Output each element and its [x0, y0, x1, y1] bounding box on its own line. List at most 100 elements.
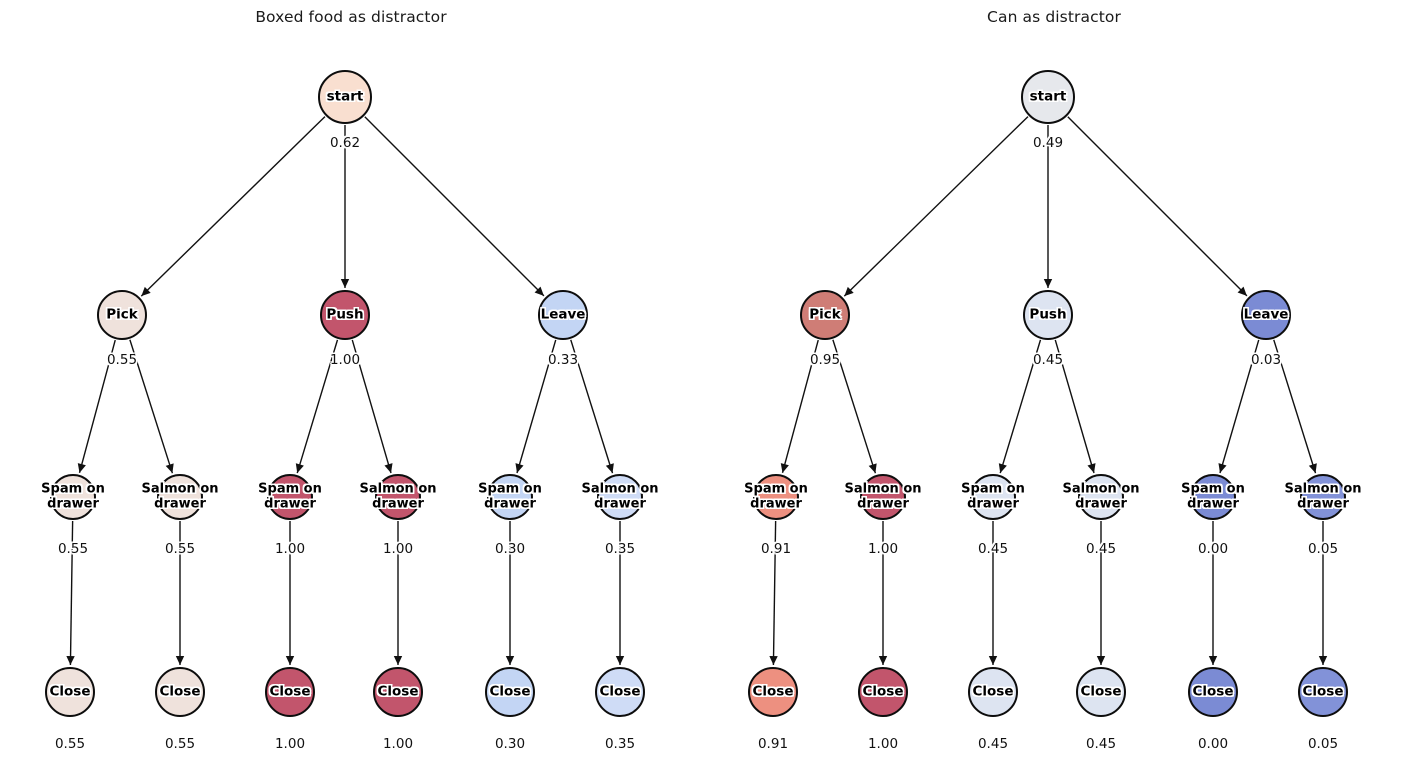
- node-terminal-1[interactable]: [858, 667, 908, 717]
- node-terminal-4[interactable]: [485, 667, 535, 717]
- value-object-2: 0.45: [977, 541, 1009, 557]
- edge-action-0-to-object-0: [78, 339, 116, 474]
- value-object-5: 0.35: [604, 541, 636, 557]
- node-object-5[interactable]: [1300, 474, 1346, 520]
- value-terminal-4: 0.00: [1197, 736, 1229, 752]
- edge-action-1-to-object-3: [351, 339, 392, 474]
- edge-object-0-to-terminal-0: [772, 520, 777, 666]
- value-action-leave: 0.03: [1250, 352, 1282, 368]
- edge-start-to-pick: [843, 116, 1029, 297]
- node-terminal-2[interactable]: [265, 667, 315, 717]
- value-terminal-1: 0.55: [164, 736, 196, 752]
- edge-layer: [66, 116, 625, 666]
- edge-action-0-to-object-1: [129, 339, 174, 474]
- value-object-4: 0.30: [494, 541, 526, 557]
- node-object-4[interactable]: [487, 474, 533, 520]
- value-terminal-4: 0.30: [494, 736, 526, 752]
- node-action-push[interactable]: [320, 290, 370, 340]
- node-terminal-0[interactable]: [748, 667, 798, 717]
- node-terminal-3[interactable]: [373, 667, 423, 717]
- value-start: 0.49: [1032, 135, 1064, 151]
- edge-object-1-to-terminal-1-head: [175, 656, 185, 665]
- value-object-1: 1.00: [867, 541, 899, 557]
- node-start[interactable]: [1021, 70, 1075, 124]
- edge-start-to-leave: [1067, 116, 1248, 297]
- edge-object-3-to-terminal-3-head: [1096, 656, 1106, 665]
- edge-object-3-to-terminal-3-head: [393, 656, 403, 665]
- value-action-push: 0.45: [1032, 352, 1064, 368]
- edge-object-4-to-terminal-4-head: [505, 656, 515, 665]
- node-start[interactable]: [318, 70, 372, 124]
- node-action-pick[interactable]: [97, 290, 147, 340]
- node-object-0[interactable]: [753, 474, 799, 520]
- node-terminal-2[interactable]: [968, 667, 1018, 717]
- edge-action-0-to-object-1-head: [165, 463, 174, 474]
- value-terminal-2: 0.45: [977, 736, 1009, 752]
- node-terminal-5[interactable]: [595, 667, 645, 717]
- node-terminal-5[interactable]: [1298, 667, 1348, 717]
- edge-action-1-to-object-2: [999, 339, 1042, 474]
- node-object-3[interactable]: [375, 474, 421, 520]
- edge-object-1-to-terminal-1-head: [878, 656, 888, 665]
- value-terminal-1: 1.00: [867, 736, 899, 752]
- value-terminal-5: 0.05: [1307, 736, 1339, 752]
- edge-object-2-to-terminal-2-head: [988, 656, 998, 665]
- node-object-0[interactable]: [50, 474, 96, 520]
- node-object-2[interactable]: [970, 474, 1016, 520]
- node-object-3[interactable]: [1078, 474, 1124, 520]
- node-terminal-4[interactable]: [1188, 667, 1238, 717]
- value-action-pick: 0.55: [106, 352, 138, 368]
- node-object-5[interactable]: [597, 474, 643, 520]
- node-action-leave[interactable]: [538, 290, 588, 340]
- edge-action-0-to-object-0: [781, 339, 819, 474]
- node-terminal-1[interactable]: [155, 667, 205, 717]
- edge-object-0-to-terminal-0: [69, 520, 74, 666]
- node-object-1[interactable]: [860, 474, 906, 520]
- edge-start-to-leave: [364, 116, 545, 297]
- edge-object-5-to-terminal-5-head: [1318, 656, 1328, 665]
- value-object-2: 1.00: [274, 541, 306, 557]
- node-object-1[interactable]: [157, 474, 203, 520]
- edge-start-to-push-head: [1043, 279, 1053, 288]
- edge-object-4-to-terminal-4-head: [1208, 656, 1218, 665]
- value-action-leave: 0.33: [547, 352, 579, 368]
- edge-layer: [769, 116, 1328, 666]
- node-action-pick[interactable]: [800, 290, 850, 340]
- edge-object-5-to-terminal-5-head: [615, 656, 625, 665]
- edge-action-0-to-object-1: [832, 339, 877, 474]
- value-terminal-3: 1.00: [382, 736, 414, 752]
- value-action-pick: 0.95: [809, 352, 841, 368]
- node-terminal-3[interactable]: [1076, 667, 1126, 717]
- node-terminal-0[interactable]: [45, 667, 95, 717]
- edge-start-to-pick: [140, 116, 326, 297]
- value-object-0: 0.91: [760, 541, 792, 557]
- value-terminal-5: 0.35: [604, 736, 636, 752]
- edge-start-to-leave-head: [534, 286, 544, 296]
- node-object-4[interactable]: [1190, 474, 1236, 520]
- value-object-0: 0.55: [57, 541, 89, 557]
- edge-action-1-to-object-3-head: [384, 463, 393, 473]
- edge-object-0-to-terminal-0-head: [66, 655, 75, 666]
- edge-start-to-push-head: [340, 279, 350, 288]
- value-terminal-0: 0.55: [54, 736, 86, 752]
- edge-action-2-to-object-5-head: [605, 463, 614, 474]
- edge-action-1-to-object-3-head: [1087, 463, 1096, 473]
- edge-object-2-to-terminal-2-head: [285, 656, 295, 665]
- edge-action-1-to-object-2-head: [998, 463, 1007, 474]
- value-start: 0.62: [329, 135, 361, 151]
- value-object-5: 0.05: [1307, 541, 1339, 557]
- edge-action-0-to-object-0-head: [780, 463, 789, 473]
- panel-title: Can as distractor: [987, 8, 1121, 26]
- value-terminal-2: 1.00: [274, 736, 306, 752]
- edge-action-2-to-object-4-head: [1218, 463, 1227, 473]
- value-terminal-3: 0.45: [1085, 736, 1117, 752]
- node-action-push[interactable]: [1023, 290, 1073, 340]
- edge-start-to-pick-head: [844, 286, 854, 297]
- edge-action-1-to-object-3: [1054, 339, 1095, 474]
- panel-title: Boxed food as distractor: [255, 8, 447, 26]
- node-action-leave[interactable]: [1241, 290, 1291, 340]
- value-object-4: 0.00: [1197, 541, 1229, 557]
- node-object-2[interactable]: [267, 474, 313, 520]
